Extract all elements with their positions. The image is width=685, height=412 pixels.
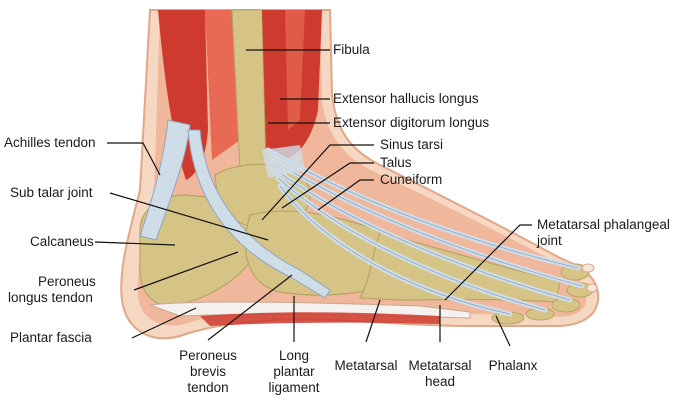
label-cuneiform: Cuneiform (380, 172, 442, 188)
label-mtp-line2: joint (537, 233, 670, 249)
label-extensor-hallucis-longus: Extensor hallucis longus (333, 91, 479, 107)
label-metatarsal-phalangeal-joint: Metatarsal phalangeal joint (537, 217, 670, 249)
label-sub-talar-joint: Sub talar joint (10, 185, 93, 201)
label-metatarsal-head-line2: head (402, 374, 478, 390)
label-peroneus-longus-line2: longus tendon (8, 290, 96, 306)
label-fibula: Fibula (333, 42, 370, 58)
label-long-plantar-ligament: Long plantar ligament (256, 348, 332, 396)
label-peroneus-brevis-tendon: Peroneus brevis tendon (170, 348, 246, 396)
label-plantar-fascia: Plantar fascia (10, 330, 92, 346)
label-metatarsal: Metatarsal (328, 358, 404, 374)
label-sinus-tarsi: Sinus tarsi (380, 137, 443, 153)
label-peroneus-brevis-line3: tendon (170, 380, 246, 396)
label-peroneus-longus-tendon: Peroneus longus tendon (8, 274, 96, 306)
label-achilles-tendon: Achilles tendon (4, 135, 96, 151)
label-phalanx: Phalanx (478, 358, 548, 374)
label-peroneus-longus-line1: Peroneus (8, 274, 96, 290)
label-long-plantar-line2: plantar (256, 364, 332, 380)
label-mtp-line1: Metatarsal phalangeal (537, 217, 670, 233)
label-extensor-digitorum-longus: Extensor digitorum longus (333, 115, 489, 131)
label-calcaneus: Calcaneus (30, 234, 94, 250)
label-talus: Talus (380, 155, 412, 171)
label-peroneus-brevis-line2: brevis (170, 364, 246, 380)
label-long-plantar-line3: ligament (256, 380, 332, 396)
label-peroneus-brevis-line1: Peroneus (170, 348, 246, 364)
label-metatarsal-head: Metatarsal head (402, 358, 478, 390)
label-metatarsal-head-line1: Metatarsal (402, 358, 478, 374)
label-long-plantar-line1: Long (256, 348, 332, 364)
